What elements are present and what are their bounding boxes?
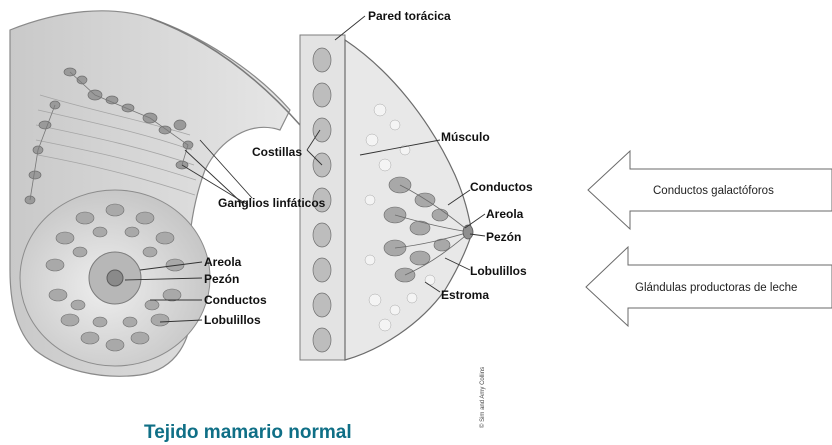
label-musculo: Músculo: [441, 130, 490, 144]
image-credit: © Sim and Amy Collins: [479, 367, 486, 428]
label-pared-toracica: Pared torácica: [368, 9, 451, 23]
label-lobulillos-side: Lobulillos: [470, 264, 527, 278]
label-conductos-front: Conductos: [204, 293, 267, 307]
label-pezon-front: Pezón: [204, 272, 239, 286]
callout-conductos-text: Conductos galactóforos: [653, 185, 774, 197]
side-view-illustration: [300, 35, 473, 360]
callout-glandulas-text: Glándulas productoras de leche: [635, 282, 797, 294]
label-areola-side: Areola: [486, 207, 524, 221]
label-costillas: Costillas: [252, 145, 302, 159]
callout-arrow-glandulas: Glándulas productoras de leche: [586, 247, 832, 326]
label-lobulillos-front: Lobulillos: [204, 313, 261, 327]
label-ganglios: Ganglios linfáticos: [218, 196, 326, 210]
label-conductos-side: Conductos: [470, 180, 533, 194]
label-estroma: Estroma: [441, 288, 489, 302]
page-title: Tejido mamario normal: [144, 422, 352, 443]
label-pezon-side: Pezón: [486, 230, 521, 244]
callout-arrow-conductos: Conductos galactóforos: [588, 151, 832, 229]
label-areola-front: Areola: [204, 255, 242, 269]
